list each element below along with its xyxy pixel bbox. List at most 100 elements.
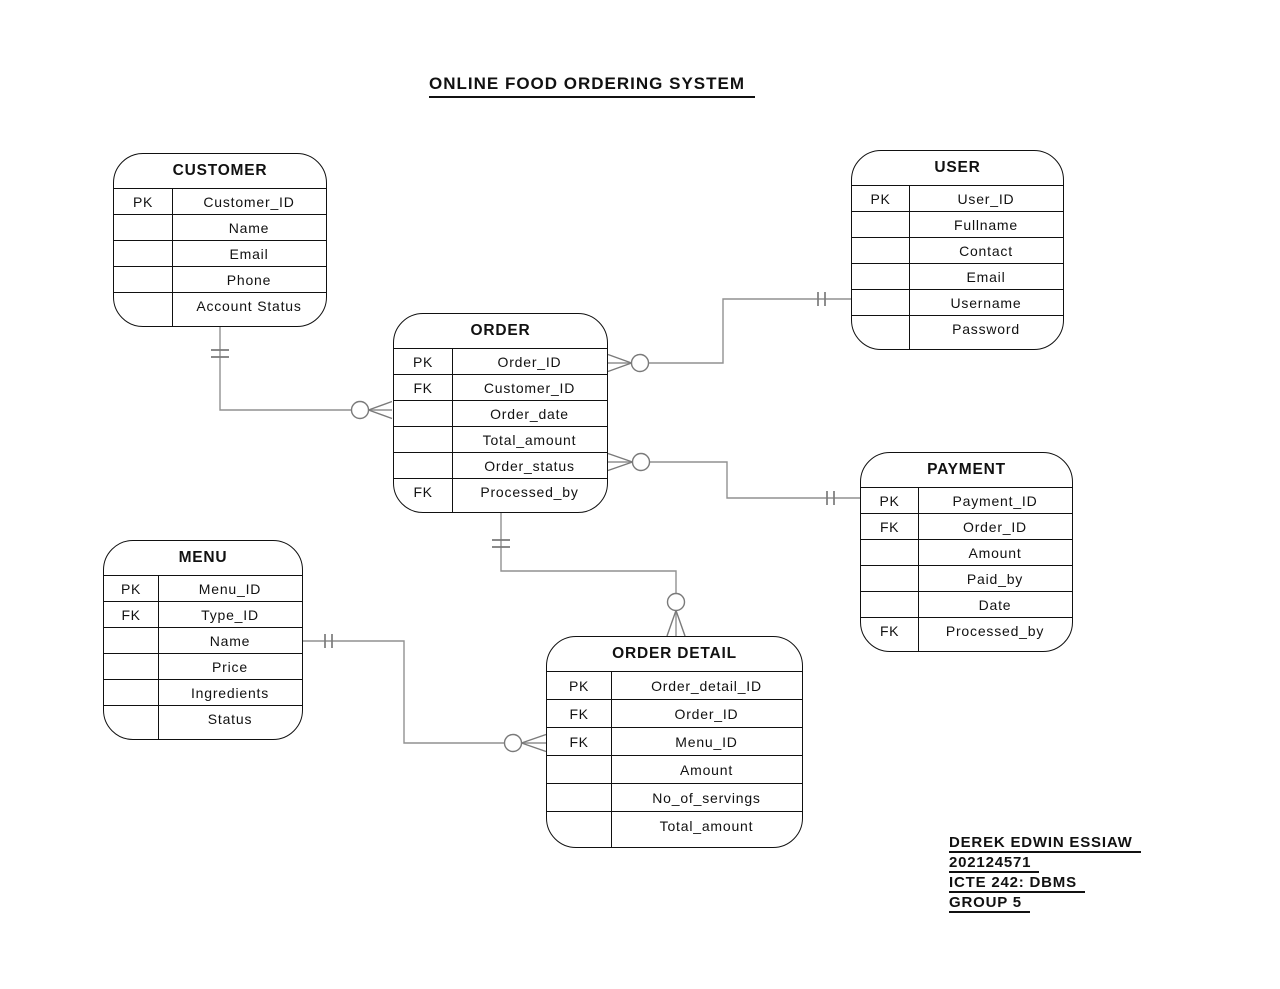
entity-row: Amount bbox=[861, 539, 1072, 565]
entity-row: Status bbox=[104, 705, 302, 731]
attribute-cell: Processed_by bbox=[480, 483, 579, 500]
signature-text: ICTE 242: DBMS bbox=[949, 874, 1085, 893]
entity-rows: PK Menu_ID FK Type_ID Name Price Ingredi… bbox=[104, 575, 302, 739]
entity-title: PAYMENT bbox=[927, 461, 1006, 478]
attribute-cell: User_ID bbox=[957, 190, 1015, 207]
attribute-cell: Paid_by bbox=[966, 570, 1024, 587]
key-cell bbox=[104, 680, 158, 705]
connector-line bbox=[500, 511, 677, 636]
entity-row: Amount bbox=[547, 755, 802, 783]
connector-line bbox=[608, 298, 851, 364]
connector-order-orderdetail bbox=[492, 511, 686, 637]
entity-menu: MENU PK Menu_ID FK Type_ID Name Price In… bbox=[103, 540, 303, 740]
entity-order-detail: ORDER DETAIL PK Order_detail_ID FK Order… bbox=[546, 636, 803, 848]
attribute-cell: Customer_ID bbox=[483, 379, 576, 396]
crow-foot-icon bbox=[521, 733, 547, 753]
key-cell bbox=[852, 212, 909, 237]
entity-customer: CUSTOMER PK Customer_ID Name Email Phone… bbox=[113, 153, 327, 327]
one-and-only-one-ticks-icon bbox=[492, 539, 510, 548]
connector-line bbox=[303, 640, 546, 744]
attribute-cell: Password bbox=[952, 320, 1020, 337]
key-cell bbox=[547, 784, 611, 811]
entity-rows: PK User_ID Fullname Contact Email Userna… bbox=[852, 185, 1063, 349]
key-cell: PK bbox=[879, 492, 900, 509]
entity-row: Contact bbox=[852, 237, 1063, 263]
entity-row: FK Customer_ID bbox=[394, 374, 607, 400]
entity-row: Total_amount bbox=[394, 426, 607, 452]
entity-title: USER bbox=[934, 159, 981, 176]
entity-rows: PK Payment_ID FK Order_ID Amount Paid_by… bbox=[861, 487, 1072, 651]
key-cell bbox=[104, 654, 158, 679]
entity-row: Price bbox=[104, 653, 302, 679]
entity-order: ORDER PK Order_ID FK Customer_ID Order_d… bbox=[393, 313, 608, 513]
attribute-cell: Status bbox=[207, 710, 253, 727]
attribute-cell: Menu_ID bbox=[675, 733, 738, 750]
one-and-only-one-ticks-icon bbox=[817, 292, 826, 306]
entity-row: Account Status bbox=[114, 292, 326, 318]
key-cell: FK bbox=[413, 483, 433, 500]
key-cell bbox=[104, 706, 158, 731]
key-cell bbox=[852, 316, 909, 341]
connector-customer-order bbox=[211, 325, 393, 420]
key-cell bbox=[104, 628, 158, 653]
zero-cardinality-circle-icon bbox=[631, 452, 651, 472]
entity-row: Ingredients bbox=[104, 679, 302, 705]
entity-title: MENU bbox=[178, 549, 228, 566]
entity-row: PK Payment_ID bbox=[861, 487, 1072, 513]
entity-title: ORDER DETAIL bbox=[612, 645, 737, 662]
entity-payment: PAYMENT PK Payment_ID FK Order_ID Amount… bbox=[860, 452, 1073, 652]
attribute-cell: Phone bbox=[226, 271, 272, 288]
attribute-cell: Order_date bbox=[490, 405, 569, 422]
attribute-cell: Menu_ID bbox=[198, 580, 262, 597]
key-cell: FK bbox=[121, 606, 141, 623]
key-cell: PK bbox=[870, 190, 891, 207]
entity-row: No_of_servings bbox=[547, 783, 802, 811]
entity-row: Order_date bbox=[394, 400, 607, 426]
attribute-cell: Payment_ID bbox=[952, 492, 1038, 509]
signature-text: GROUP 5 bbox=[949, 894, 1030, 913]
entity-rows: PK Order_ID FK Customer_ID Order_date To… bbox=[394, 348, 607, 512]
entity-title: CUSTOMER bbox=[172, 162, 268, 179]
key-cell bbox=[114, 293, 172, 318]
key-cell bbox=[394, 427, 452, 452]
diagram-title: ONLINE FOOD ORDERING SYSTEM bbox=[429, 74, 756, 98]
attribute-cell: Order_detail_ID bbox=[651, 677, 762, 694]
entity-row: FK Order_ID bbox=[547, 699, 802, 727]
entity-row: Name bbox=[104, 627, 302, 653]
entity-row: PK Order_detail_ID bbox=[547, 671, 802, 699]
signature-text: 202124571 bbox=[949, 854, 1040, 873]
entity-row: Password bbox=[852, 315, 1063, 341]
attribute-cell: Order_ID bbox=[963, 518, 1027, 535]
entity-row: FK Processed_by bbox=[861, 617, 1072, 643]
crow-foot-icon bbox=[666, 610, 686, 637]
entity-row: FK Type_ID bbox=[104, 601, 302, 627]
attribute-cell: Type_ID bbox=[201, 606, 259, 623]
attribute-cell: Amount bbox=[968, 544, 1022, 561]
connector-order-payment bbox=[607, 452, 860, 505]
attribute-cell: Total_amount bbox=[482, 431, 577, 448]
key-cell bbox=[852, 264, 909, 289]
entity-row: Total_amount bbox=[547, 811, 802, 839]
attribute-cell: Fullname bbox=[954, 216, 1018, 233]
entity-row: PK User_ID bbox=[852, 185, 1063, 211]
attribute-cell: Total_amount bbox=[659, 817, 754, 834]
zero-cardinality-circle-icon bbox=[503, 733, 523, 753]
key-cell bbox=[852, 290, 909, 315]
connector-menu-orderdetail bbox=[303, 634, 547, 753]
key-cell bbox=[852, 238, 909, 263]
entity-row: FK Order_ID bbox=[861, 513, 1072, 539]
entity-rows: PK Order_detail_ID FK Order_ID FK Menu_I… bbox=[547, 671, 802, 847]
key-cell: FK bbox=[413, 379, 433, 396]
key-cell bbox=[394, 401, 452, 426]
key-cell: FK bbox=[569, 705, 589, 722]
crow-foot-icon bbox=[368, 400, 393, 420]
key-cell bbox=[114, 215, 172, 240]
entity-row: FK Menu_ID bbox=[547, 727, 802, 755]
attribute-cell: Processed_by bbox=[945, 622, 1045, 639]
attribute-cell: Username bbox=[950, 294, 1022, 311]
signature-line: GROUP 5 bbox=[949, 893, 1141, 913]
attribute-cell: Email bbox=[229, 245, 269, 262]
attribute-cell: Contact bbox=[959, 242, 1013, 259]
signature-line: ICTE 242: DBMS bbox=[949, 873, 1141, 893]
